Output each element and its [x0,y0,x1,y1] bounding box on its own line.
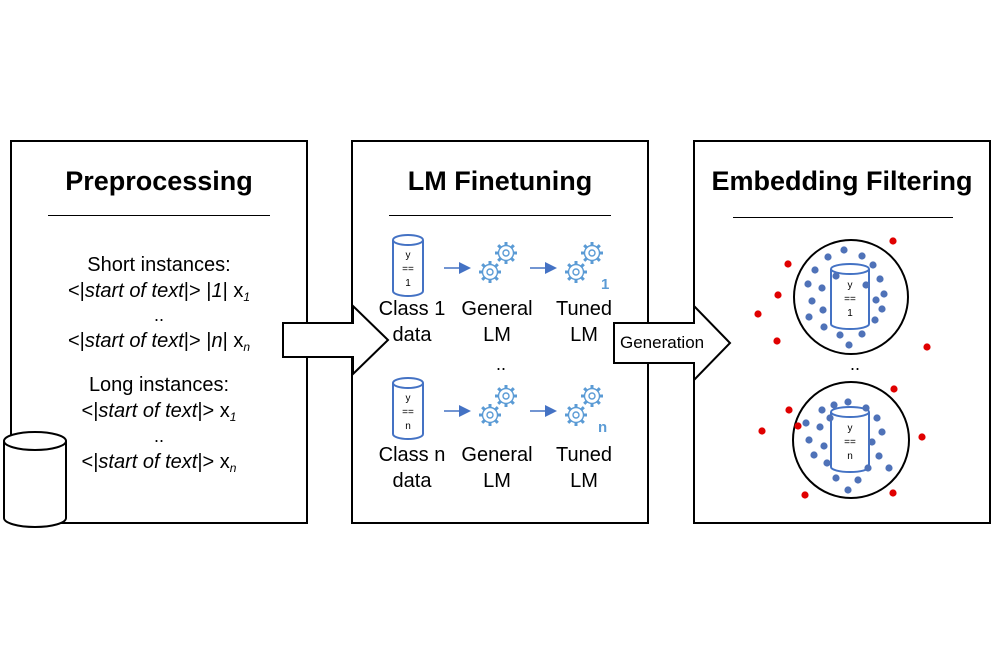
long-instance-line-1: <|start of text|> x1 [81,400,237,424]
short-ellipsis: .. [153,305,164,325]
long-instance-line-n: <|start of text|> xn [81,451,237,475]
generation-label: Generation [620,333,705,352]
long-instances-heading: Long instances: [88,374,230,396]
short-instance-line-1: <|start of text|> |1| x1 [67,280,251,304]
short-instance-line-n: <|start of text|> |n| xn [67,330,251,354]
filtering-divider [733,217,953,218]
short-instances-heading: Short instances: [87,254,231,276]
long-ellipsis: .. [153,426,164,446]
preprocessing-title: Preprocessing [65,166,253,196]
finetuning-ellipsis: .. [495,354,506,374]
filtering-panel: Embedding Filtering .. [693,140,991,524]
finetuning-divider [389,215,611,216]
preprocessing-panel: Preprocessing Short instances: <|start o… [10,140,308,524]
filtering-title: Embedding Filtering [711,166,973,196]
filtering-ellipsis: .. [849,354,860,374]
preprocessing-divider [48,215,270,216]
finetuning-title: LM Finetuning [407,166,593,196]
